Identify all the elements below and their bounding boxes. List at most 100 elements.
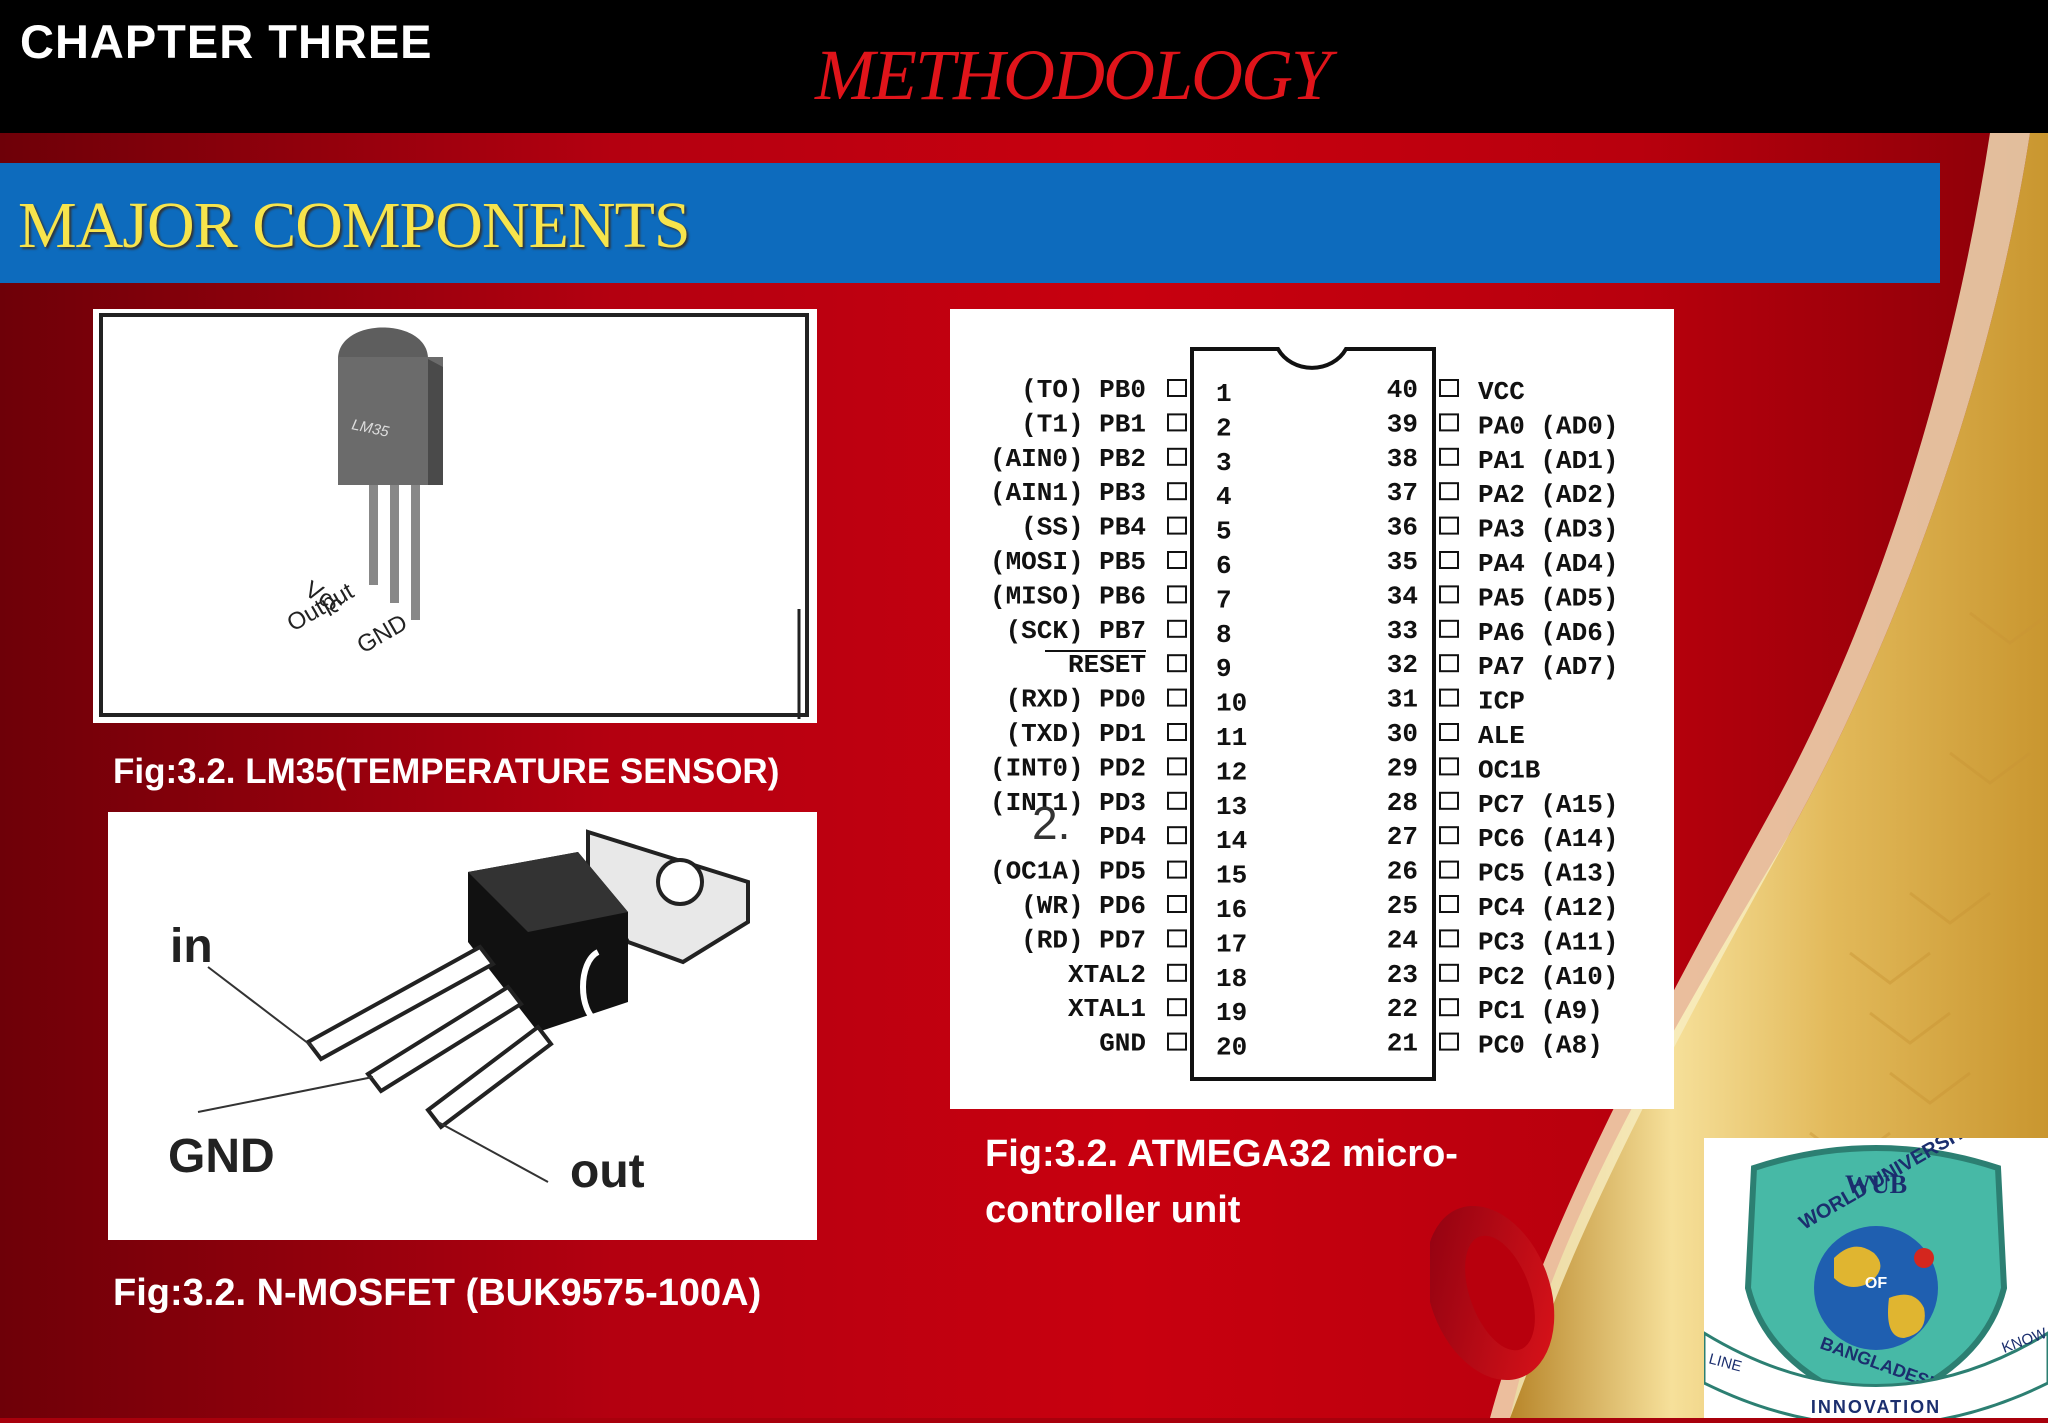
pin-pad-right xyxy=(1439,963,1459,982)
pin-pad-right xyxy=(1439,585,1459,604)
pin-number-left: 17 xyxy=(1216,929,1247,959)
pin-label-right: PA5 (AD5) xyxy=(1478,583,1618,613)
section-band xyxy=(0,163,1940,283)
pin-pad-right xyxy=(1439,551,1459,569)
pin-number-left: 6 xyxy=(1216,551,1232,581)
pin-label-right: PA7 (AD7) xyxy=(1478,652,1618,682)
pin-label-right: PC2 (A10) xyxy=(1478,962,1618,992)
pin-number-right: 34 xyxy=(1387,581,1418,611)
pin-pad-left xyxy=(1167,998,1187,1017)
pin-pad-right xyxy=(1439,998,1459,1017)
pin-pad-right xyxy=(1439,688,1459,707)
pin-pad-right xyxy=(1439,723,1459,741)
pin-pad-left xyxy=(1167,895,1187,913)
pin-label-left: (SS) PB4 xyxy=(1021,513,1146,543)
pin-number-right: 28 xyxy=(1387,788,1418,818)
pin-number-right: 38 xyxy=(1387,444,1418,474)
mosfet-image: in GND out xyxy=(108,812,817,1240)
pin-number-left: 3 xyxy=(1216,448,1232,478)
pinout-overlay-text: 2. xyxy=(1032,797,1070,849)
pin-number-right: 23 xyxy=(1387,960,1418,990)
pin-number-left: 18 xyxy=(1216,964,1247,994)
pin-number-left: 19 xyxy=(1216,998,1247,1028)
lm35-pin-gnd: GND xyxy=(353,609,413,659)
pin-pad-right xyxy=(1439,757,1459,776)
pin-label-right: ICP xyxy=(1478,687,1525,717)
pin-pad-left xyxy=(1167,963,1187,982)
pin-number-left: 4 xyxy=(1216,482,1232,512)
pin-label-left: (MOSI) PB5 xyxy=(990,547,1146,577)
pin-label-left: RESET xyxy=(1068,650,1146,680)
pin-label-right: PC3 (A11) xyxy=(1478,927,1618,957)
pin-pad-right xyxy=(1439,482,1459,501)
mosfet-caption: Fig:3.2. N-MOSFET (BUK9575-100A) xyxy=(113,1272,762,1314)
pin-label-left: (AIN1) PB3 xyxy=(990,478,1146,508)
pin-label-left: (RD) PD7 xyxy=(1021,925,1146,955)
pin-label-right: OC1B xyxy=(1478,755,1541,785)
pin-pad-left xyxy=(1167,860,1187,879)
pin-pad-right xyxy=(1439,413,1459,432)
pin-pad-left xyxy=(1167,585,1187,604)
pin-pad-right xyxy=(1439,860,1459,879)
pin-pad-left xyxy=(1167,379,1187,397)
pin-number-right: 24 xyxy=(1387,925,1418,955)
atmega32-caption: Fig:3.2. ATMEGA32 micro- controller unit xyxy=(985,1126,1458,1238)
pin-pad-left xyxy=(1167,688,1187,707)
pin-pad-right xyxy=(1439,791,1459,810)
pin-number-left: 10 xyxy=(1216,689,1247,719)
mosfet-pin-gnd: GND xyxy=(168,1130,275,1183)
slide-title: METHODOLOGY xyxy=(815,35,1331,115)
pin-label-left: (OC1A) PD5 xyxy=(990,857,1146,887)
pin-number-left: 16 xyxy=(1216,895,1247,925)
pin-label-left: (TO) PB0 xyxy=(1021,375,1146,405)
pin-number-left: 15 xyxy=(1216,861,1247,891)
pin-label-left: (INT1) PD3 xyxy=(990,788,1146,818)
pin-label-left: XTAL2 xyxy=(1068,960,1146,990)
atmega32-caption-line1: Fig:3.2. ATMEGA32 micro- xyxy=(985,1133,1458,1175)
pin-number-left: 13 xyxy=(1216,792,1247,822)
pin-number-left: 11 xyxy=(1216,723,1247,753)
pin-pad-right xyxy=(1439,379,1459,397)
pin-number-right: 35 xyxy=(1387,547,1418,577)
pin-pad-left xyxy=(1167,1032,1187,1051)
pin-pad-left xyxy=(1167,482,1187,501)
section-title: MAJOR COMPONENTS xyxy=(18,189,691,262)
pin-pad-right xyxy=(1439,619,1459,638)
logo-wub: WUB xyxy=(1845,1170,1907,1199)
pin-number-left: 12 xyxy=(1216,757,1247,787)
pin-label-right: PC7 (A15) xyxy=(1478,790,1618,820)
pin-label-left: (AIN0) PB2 xyxy=(990,444,1146,474)
university-logo: WUB WORLD UNIVERSITY OF BANGLADESH LINE … xyxy=(1702,1114,2048,1423)
pin-number-right: 33 xyxy=(1387,616,1418,646)
pin-label-left: (RXD) PD0 xyxy=(1006,685,1146,715)
pin-label-right: PA4 (AD4) xyxy=(1478,549,1618,579)
pin-label-right: PC5 (A13) xyxy=(1478,859,1618,889)
pin-label-right: PC4 (A12) xyxy=(1478,893,1618,923)
pin-label-right: PC6 (A14) xyxy=(1478,824,1618,854)
pin-pad-left xyxy=(1167,929,1187,948)
mosfet-pin-out: out xyxy=(570,1145,645,1198)
pin-label-left: GND xyxy=(1099,1029,1146,1059)
header-bar xyxy=(0,0,2048,133)
pin-pad-right xyxy=(1439,826,1459,845)
pin-label-left: (WR) PD6 xyxy=(1021,891,1146,921)
pin-number-right: 32 xyxy=(1387,650,1418,680)
pin-number-right: 29 xyxy=(1387,753,1418,783)
pin-label-left: (INT0) PD2 xyxy=(990,753,1146,783)
pin-number-left: 5 xyxy=(1216,517,1232,547)
pin-pad-left xyxy=(1167,757,1187,776)
pin-pad-right xyxy=(1439,1032,1459,1051)
pin-label-right: PA6 (AD6) xyxy=(1478,618,1618,648)
pin-pad-left xyxy=(1167,654,1187,673)
pin-label-left: (T1) PB1 xyxy=(1021,409,1146,439)
pin-label-right: PA1 (AD1) xyxy=(1478,446,1618,476)
pin-label-right: PA2 (AD2) xyxy=(1478,480,1618,510)
pin-pad-right xyxy=(1439,895,1459,913)
pin-number-right: 36 xyxy=(1387,513,1418,543)
pin-number-right: 37 xyxy=(1387,478,1418,508)
pin-number-left: 1 xyxy=(1216,379,1232,409)
lm35-caption: Fig:3.2. LM35(TEMPERATURE SENSOR) xyxy=(113,752,780,791)
pin-number-right: 30 xyxy=(1387,719,1418,749)
pin-label-left: (MISO) PB6 xyxy=(990,581,1146,611)
